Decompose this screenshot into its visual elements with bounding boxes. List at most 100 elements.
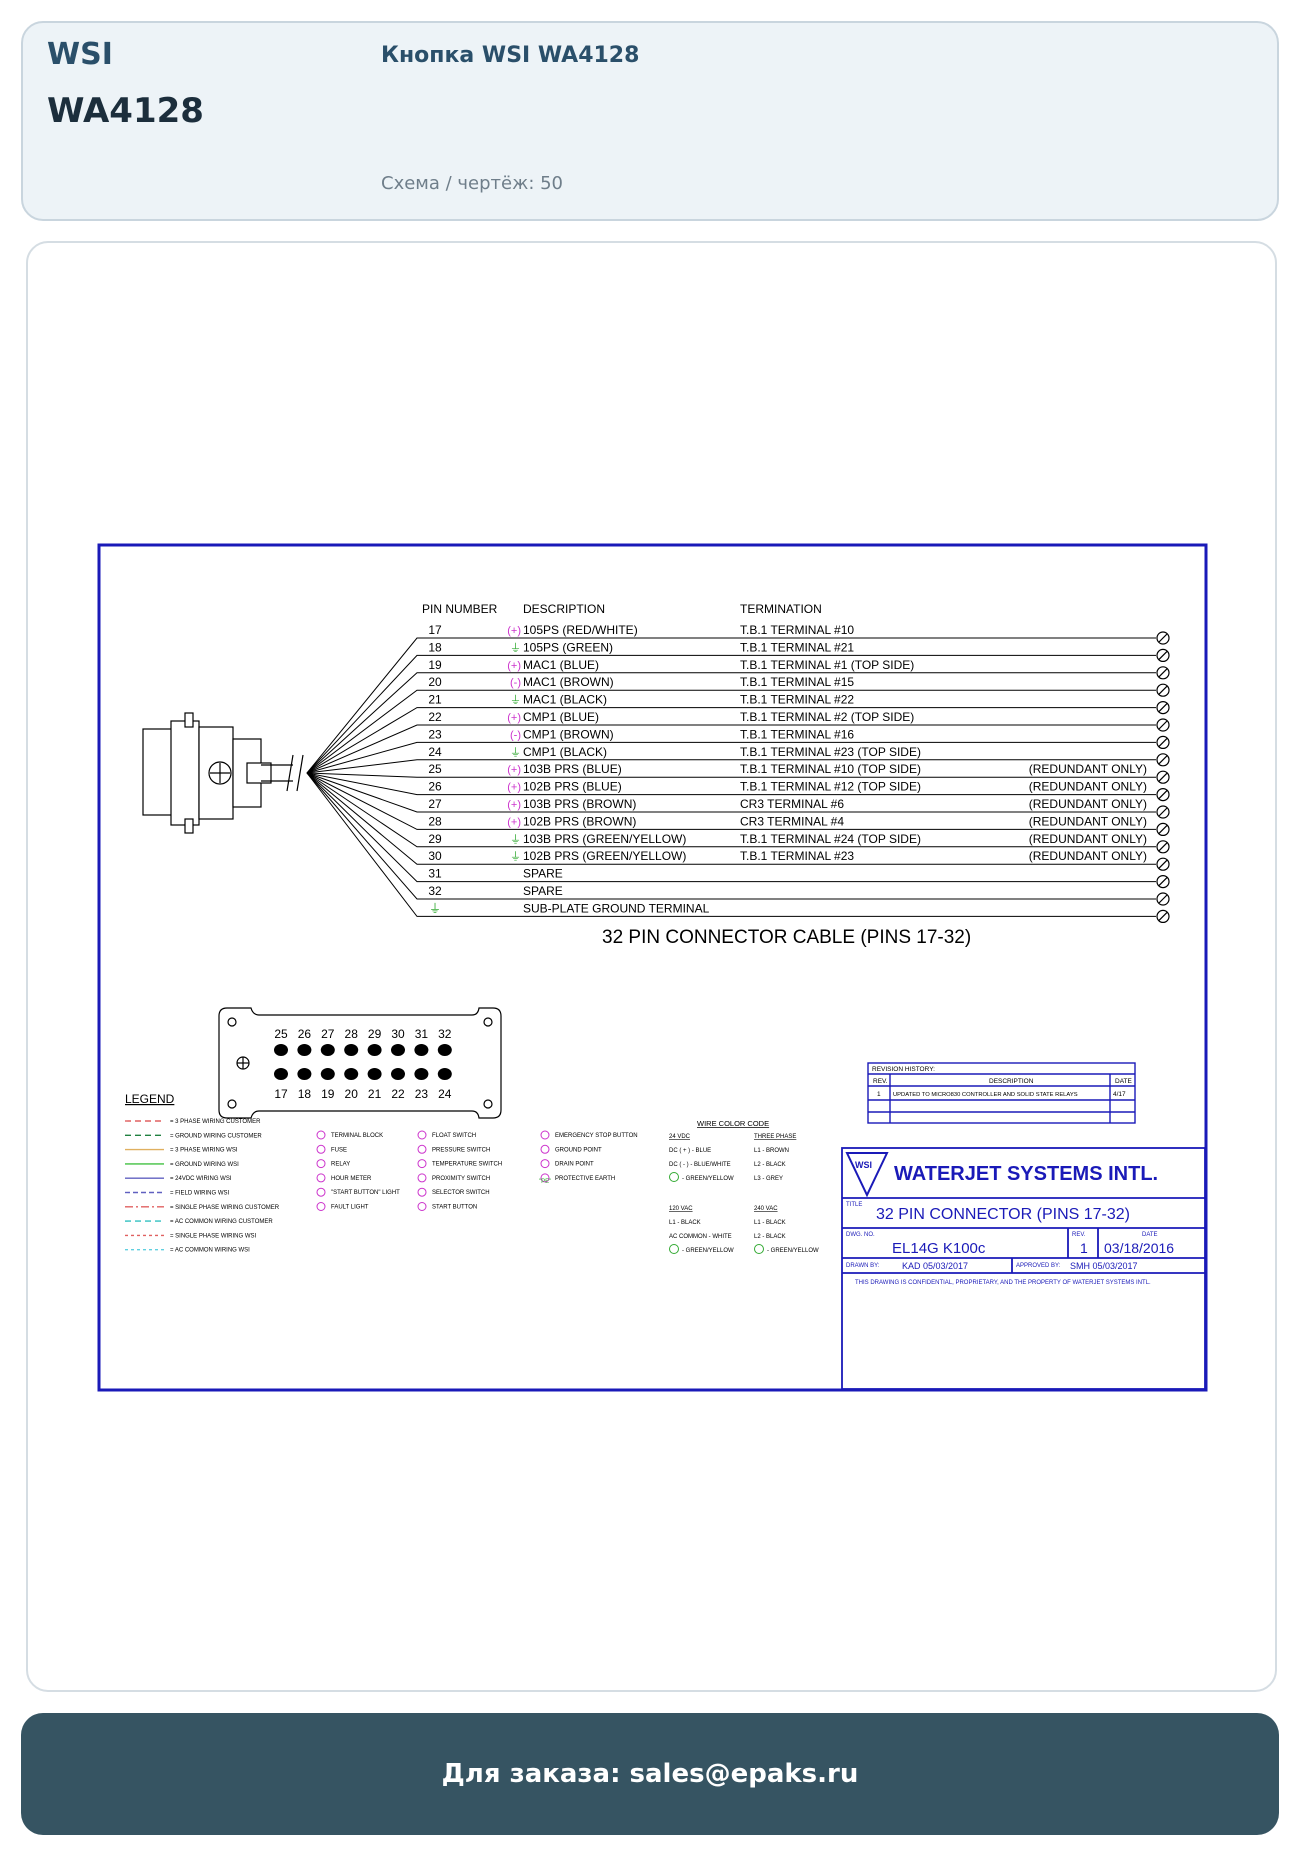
revision-history xyxy=(867,1062,1136,1124)
terminal-slash xyxy=(1158,824,1168,834)
date-label: DATE xyxy=(1142,1232,1158,1238)
footer-bar: Для заказа: sales@epaks.ru xyxy=(21,1713,1279,1835)
pin-socket xyxy=(437,1044,452,1056)
pin-termination: T.B.1 TERMINAL #22 xyxy=(740,693,854,707)
polarity-symbol: ⏚ xyxy=(510,746,521,759)
pin-note: (REDUNDANT ONLY) xyxy=(1029,832,1147,846)
revision-col-desc: DESCRIPTION xyxy=(989,1078,1034,1085)
table-row: 25(+)103B PRS (BLUE)T.B.1 TERMINAL #10 (… xyxy=(306,762,1170,784)
wire-l2-black: L2 - BLACK xyxy=(754,1162,786,1168)
wire-dc-plus: DC ( + ) - BLUE xyxy=(669,1148,711,1154)
terminal-slash xyxy=(1158,772,1168,782)
pin-termination: T.B.1 TERMINAL #23 (TOP SIDE) xyxy=(740,745,921,759)
company-name: WATERJET SYSTEMS INTL. xyxy=(894,1163,1158,1185)
pin-number: 22 xyxy=(428,710,442,724)
wire-120vac: 120 VAC xyxy=(669,1206,693,1212)
pin-description: CMP1 (BROWN) xyxy=(523,727,614,741)
legend-symbol-icon xyxy=(417,1130,427,1140)
wire-line xyxy=(306,772,1156,917)
drawing-border xyxy=(97,543,1208,1392)
pin-socket xyxy=(274,1044,288,1056)
wire-line xyxy=(306,741,1156,774)
polarity-symbol: (+) xyxy=(507,712,521,724)
rev-number: 1 xyxy=(1080,1240,1088,1256)
legend-symbol-icon xyxy=(540,1173,550,1183)
legend-symbol-icon xyxy=(417,1202,427,1211)
legend-symbol-icon xyxy=(417,1144,427,1154)
table-row: 29⏚103B PRS (GREEN/YELLOW)T.B.1 TERMINAL… xyxy=(306,772,1170,854)
pin-label-top: 26 xyxy=(298,1027,312,1041)
pin-note: (REDUNDANT ONLY) xyxy=(1029,849,1147,863)
terminal-slash xyxy=(1158,755,1168,765)
pin-number: 21 xyxy=(428,693,442,707)
table-headers: PIN NUMBER DESCRIPTION TERMINATION xyxy=(422,602,822,616)
pe-label: "PE" xyxy=(539,1179,551,1185)
pin-number: 31 xyxy=(428,867,442,881)
pin-termination: T.B.1 TERMINAL #15 xyxy=(740,675,854,689)
pin-number: 27 xyxy=(428,797,442,811)
pin-number: 26 xyxy=(428,780,442,794)
order-contact[interactable]: Для заказа: sales@epaks.ru xyxy=(441,1759,859,1789)
wire-240vac: 240 VAC xyxy=(754,1206,778,1212)
pin-description: 103B PRS (GREEN/YELLOW) xyxy=(523,832,686,846)
pin-termination: CR3 TERMINAL #6 xyxy=(740,797,844,811)
table-row: 24⏚CMP1 (BLACK)T.B.1 TERMINAL #23 (TOP S… xyxy=(306,745,1170,774)
pin-socket xyxy=(414,1044,429,1056)
legend-symbol-icon xyxy=(316,1173,326,1183)
pin-number: 29 xyxy=(428,832,442,846)
legend-line-label: = 3 PHASE WIRING WSI xyxy=(170,1148,238,1154)
pin-label-bottom: 20 xyxy=(345,1087,359,1101)
rev-label: REV. xyxy=(1072,1232,1086,1238)
pin-number: 28 xyxy=(428,814,442,828)
revision-date: 4/17 xyxy=(1113,1091,1126,1098)
pin-number: 19 xyxy=(428,658,442,672)
pin-number: 32 xyxy=(428,884,442,898)
model-label: WA4128 xyxy=(47,91,204,131)
legend-symbol-label: RELAY xyxy=(331,1162,350,1168)
pin-description: 105PS (GREEN) xyxy=(523,640,613,654)
title-label: TITLE xyxy=(846,1202,862,1208)
pin-label-top: 28 xyxy=(345,1027,359,1041)
wire-line xyxy=(306,759,1156,774)
pin-socket xyxy=(320,1068,335,1080)
legend-line-label: = GROUND WIRING WSI xyxy=(170,1162,239,1168)
pin-number: 20 xyxy=(428,675,442,689)
legend-symbol-label: PROTECTIVE EARTH xyxy=(555,1176,615,1182)
terminal-slash xyxy=(1158,685,1168,695)
table-row: 20(-)MAC1 (BROWN)T.B.1 TERMINAL #15 xyxy=(306,675,1170,774)
pin-description: 105PS (RED/WHITE) xyxy=(523,623,638,637)
pin-termination: T.B.1 TERMINAL #10 (TOP SIDE) xyxy=(740,762,921,776)
revision-title: REVISION HISTORY: xyxy=(872,1066,935,1073)
legend-line-label: = FIELD WIRING WSI xyxy=(170,1191,230,1197)
ground-icon xyxy=(754,1244,764,1254)
pin-socket xyxy=(391,1044,405,1056)
wire-three-phase: THREE PHASE xyxy=(754,1134,796,1140)
wire-gy1: - GREEN/YELLOW xyxy=(682,1176,734,1182)
pin-termination: T.B.1 TERMINAL #24 (TOP SIDE) xyxy=(740,832,921,846)
header-termination: TERMINATION xyxy=(740,602,822,616)
terminal-slash xyxy=(1158,877,1168,887)
pin-description: 102B PRS (BLUE) xyxy=(523,780,622,794)
wire-line xyxy=(306,772,1156,865)
wire-line xyxy=(306,724,1156,774)
pin-termination: T.B.1 TERMINAL #10 xyxy=(740,623,854,637)
legend-line-label: = 24VDC WIRING WSI xyxy=(170,1176,232,1182)
pin-description: 103B PRS (BLUE) xyxy=(523,762,622,776)
pin-label-top: 27 xyxy=(321,1027,335,1041)
pin-label-bottom: 23 xyxy=(415,1087,429,1101)
wire-color-code: WIRE COLOR CODE 24 VDC THREE PHASE DC ( … xyxy=(669,1119,819,1254)
pin-label-top: 31 xyxy=(415,1027,429,1041)
connector-face xyxy=(218,1007,502,1119)
pin-description: SUB-PLATE GROUND TERMINAL xyxy=(523,901,710,915)
pin-number: 18 xyxy=(428,640,442,654)
pin-number: 25 xyxy=(428,762,442,776)
pin-number: 17 xyxy=(428,623,442,637)
wiring-diagram: PIN NUMBER DESCRIPTION TERMINATION 17 (+)… xyxy=(97,543,1208,1392)
legend-line-label: = SINGLE PHASE WIRING CUSTOMER xyxy=(170,1205,280,1211)
drawing-card: PIN NUMBER DESCRIPTION TERMINATION 17 (+)… xyxy=(26,241,1277,1692)
legend-symbol-icon xyxy=(417,1159,427,1169)
terminal-slash xyxy=(1158,842,1168,852)
